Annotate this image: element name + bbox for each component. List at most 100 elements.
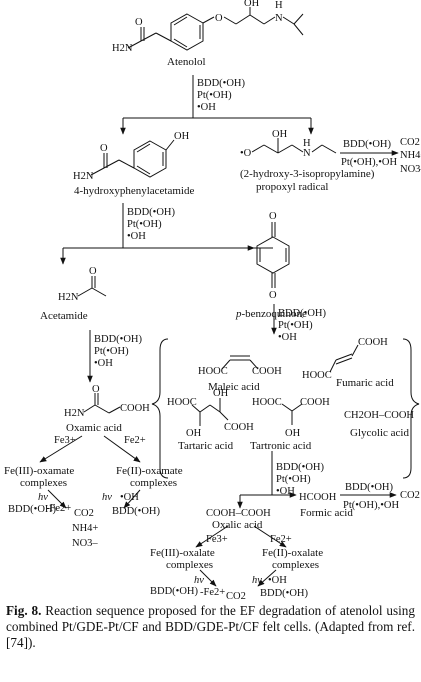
reagent-bdd: BDD(•OH) bbox=[112, 506, 161, 517]
reagent-fe3: Fe3+ bbox=[206, 534, 228, 545]
product-no3: NO3– bbox=[400, 164, 421, 175]
product-co2: CO2 bbox=[74, 508, 94, 519]
reagent-fe2: Fe2+ bbox=[270, 534, 292, 545]
figure-caption: Fig. 8. Reaction sequence proposed for t… bbox=[6, 603, 415, 651]
compound-name-acetamide: Acetamide bbox=[40, 310, 88, 322]
atom-label: N bbox=[303, 148, 311, 159]
hv-label: hν bbox=[38, 492, 48, 503]
compound-name-glycolic-acid: Glycolic acid bbox=[350, 427, 409, 439]
fe3-oxalate-line2: complexes bbox=[166, 559, 213, 571]
reagent-pt: Pt(•OH) bbox=[127, 219, 162, 230]
reagent-bdd: BDD(•OH) bbox=[260, 588, 309, 599]
atom-label: O bbox=[135, 17, 143, 28]
product-co2: CO2 bbox=[226, 591, 246, 600]
glycolic-formula: CH2OH–COOH bbox=[344, 410, 414, 421]
compound-name-oxalic-acid: Oxalic acid bbox=[212, 519, 263, 531]
acetamide-structure bbox=[77, 276, 107, 297]
atom-label: O bbox=[92, 384, 100, 395]
atom-label: OH bbox=[174, 131, 190, 142]
fe2-oxamate-line2: complexes bbox=[130, 477, 177, 489]
oxamic-acid-structure bbox=[83, 393, 121, 414]
reagent-oh: •OH bbox=[278, 332, 297, 343]
compound-name-maleic-acid: Maleic acid bbox=[208, 381, 260, 393]
reagent-bdd: BDD(•OH) bbox=[94, 334, 143, 345]
reagent-pt-oh: Pt(•OH),•OH bbox=[343, 500, 399, 511]
reagent-pt-oh: Pt(•OH),•OH bbox=[341, 157, 397, 168]
atom-label: COOH bbox=[358, 337, 388, 348]
reagent-oh: •OH bbox=[94, 358, 113, 369]
atom-label: OH bbox=[272, 129, 288, 140]
atom-label: •O bbox=[240, 148, 252, 159]
hydroxyphenylacetamide-structure bbox=[90, 139, 175, 178]
atom-label: O bbox=[215, 13, 223, 24]
atom-label: H bbox=[303, 138, 311, 149]
atom-label: OH bbox=[186, 428, 202, 439]
tartaric-acid-structure bbox=[191, 398, 229, 426]
reagent-bdd: BDD(•OH) bbox=[150, 586, 199, 597]
atom-label: O bbox=[100, 143, 108, 154]
minus-fe2-label: -Fe2+ bbox=[46, 503, 71, 514]
fumaric-acid-structure bbox=[329, 344, 359, 373]
atom-label: O bbox=[269, 290, 277, 301]
reagent-bdd: BDD(•OH) bbox=[8, 504, 57, 515]
oxalic-formula: COOH–COOH bbox=[206, 508, 271, 519]
reagent-fe3: Fe3+ bbox=[54, 435, 76, 446]
compound-name-propoxyl-1: (2-hydroxy-3-isopropylamine) bbox=[240, 168, 375, 180]
compound-name-benzoquinone: p-benzoquinone bbox=[235, 308, 307, 320]
atom-label: OH bbox=[285, 428, 301, 439]
reagent-oh: •OH bbox=[127, 231, 146, 242]
arrows bbox=[39, 75, 399, 587]
reagent-oh: •OH bbox=[120, 492, 139, 503]
reagent-pt: Pt(•OH) bbox=[197, 90, 232, 101]
compound-name-tartronic-acid: Tartronic acid bbox=[250, 440, 312, 452]
right-brace bbox=[402, 338, 420, 479]
reagent-oh: •OH bbox=[197, 102, 216, 113]
compound-name-propoxyl-2: propoxyl radical bbox=[256, 181, 328, 193]
reagent-pt: Pt(•OH) bbox=[94, 346, 129, 357]
atom-label: O bbox=[269, 211, 277, 222]
atom-label: COOH bbox=[300, 397, 330, 408]
product-co2: CO2 bbox=[400, 490, 420, 501]
caption-label: Fig. 8. bbox=[6, 603, 42, 618]
atom-label: H2N bbox=[112, 43, 133, 54]
atom-label: H bbox=[275, 0, 283, 11]
reagent-bdd: BDD(•OH) bbox=[127, 207, 176, 218]
caption-text: Reaction sequence proposed for the EF de… bbox=[6, 603, 415, 650]
reagent-bdd: BDD(•OH) bbox=[276, 462, 325, 473]
reagent-oh: •OH bbox=[276, 486, 295, 497]
atom-label: COOH bbox=[224, 422, 254, 433]
product-co2: CO2 bbox=[400, 137, 420, 148]
compound-name-hydroxyphenylacetamide: 4-hydroxyphenylacetamide bbox=[74, 185, 194, 197]
hv-label: hν bbox=[252, 575, 262, 586]
left-brace bbox=[151, 338, 169, 479]
product-nh4: NH4+ bbox=[400, 150, 421, 161]
fe3-oxamate-line1: Fe(III)-oxamate bbox=[4, 465, 74, 477]
atom-label: HOOC bbox=[167, 397, 197, 408]
hv-label: hν bbox=[194, 575, 204, 586]
reaction-diagram: H2N O O OH H N Atenolol BDD(•OH) Pt(•OH)… bbox=[4, 0, 421, 602]
fe2-oxalate-line2: complexes bbox=[272, 559, 319, 571]
atom-label: H2N bbox=[58, 292, 79, 303]
atom-label: COOH bbox=[120, 403, 150, 414]
product-no3: NO3– bbox=[72, 538, 98, 549]
benzoquinone-structure bbox=[256, 222, 290, 288]
tartronic-acid-structure bbox=[281, 403, 303, 425]
atom-label: OH bbox=[213, 388, 229, 399]
compound-name-formic-acid: Formic acid bbox=[300, 507, 353, 519]
propoxyl-radical-structure bbox=[251, 138, 337, 154]
compound-name-tartaric-acid: Tartaric acid bbox=[178, 440, 234, 452]
atom-label: HOOC bbox=[198, 366, 228, 377]
maleic-acid-structure bbox=[221, 355, 259, 370]
atom-label: H2N bbox=[64, 408, 85, 419]
fe3-oxamate-line2: complexes bbox=[20, 477, 67, 489]
atom-label: COOH bbox=[252, 366, 282, 377]
fe3-oxalate-line1: Fe(III)-oxalate bbox=[150, 547, 215, 559]
atom-label: OH bbox=[244, 0, 260, 9]
reagent-pt: Pt(•OH) bbox=[276, 474, 311, 485]
reagent-bdd: BDD(•OH) bbox=[278, 308, 327, 319]
reagent-oh: •OH bbox=[268, 575, 287, 586]
reagent-bdd: BDD(•OH) bbox=[197, 78, 246, 89]
atom-label: HOOC bbox=[302, 370, 332, 381]
reagent-bdd: BDD(•OH) bbox=[345, 482, 394, 493]
